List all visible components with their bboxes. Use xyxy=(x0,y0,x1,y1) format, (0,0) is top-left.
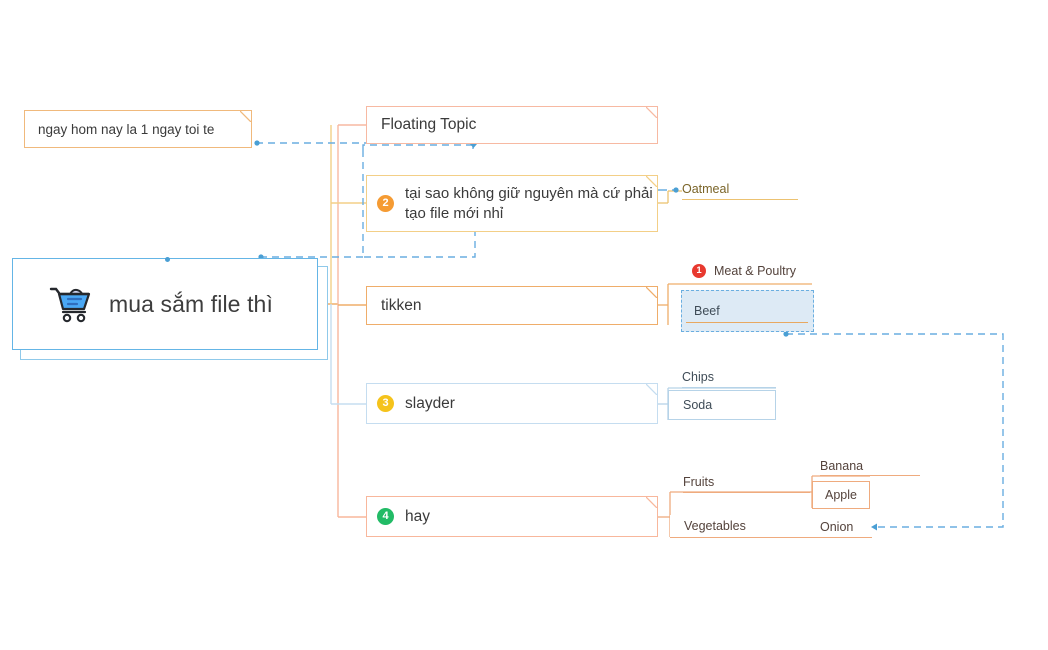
topic-floating[interactable]: Floating Topic xyxy=(366,106,658,144)
subtopic-beef[interactable]: Beef xyxy=(681,290,814,332)
subtopic-beef-underline xyxy=(686,322,808,323)
subtopic-meat-poultry-label: Meat & Poultry xyxy=(714,264,796,278)
topic-slayder-label: slayder xyxy=(405,394,455,412)
topic-slayder[interactable]: 3 slayder xyxy=(366,383,658,424)
subtopic-fruits[interactable]: Fruits xyxy=(683,471,810,493)
subtopic-vegetables-label: Vegetables xyxy=(684,519,746,533)
subtopic-apple-label: Apple xyxy=(825,488,857,502)
subtopic-soda[interactable]: Soda xyxy=(668,390,776,420)
selection-handle[interactable] xyxy=(165,256,170,262)
subtopic-beef-label: Beef xyxy=(694,304,720,318)
central-topic[interactable]: mua sắm file thì xyxy=(12,256,318,350)
subtopic-banana[interactable]: Banana xyxy=(820,456,920,476)
subtopic-onion-label: Onion xyxy=(820,520,854,534)
page-fold-icon xyxy=(646,287,657,298)
topic-taisao-badge: 2 xyxy=(377,195,394,212)
topic-tikken[interactable]: tikken xyxy=(366,286,658,325)
subtopic-chips[interactable]: Chips xyxy=(682,366,776,388)
shopping-cart-icon xyxy=(49,287,91,323)
subtopic-fruits-label: Fruits xyxy=(683,474,715,489)
subtopic-chips-label: Chips xyxy=(682,369,714,384)
callout-note[interactable]: ngay hom nay la 1 ngay toi te xyxy=(24,110,252,148)
topic-hay[interactable]: 4 hay xyxy=(366,496,658,537)
central-topic-label: mua sắm file thì xyxy=(109,290,273,317)
page-fold-icon xyxy=(646,384,657,395)
topic-floating-label: Floating Topic xyxy=(381,116,477,134)
subtopic-banana-label: Banana xyxy=(820,458,864,473)
subtopic-oatmeal-label: Oatmeal xyxy=(682,181,730,196)
topic-taisao-label: tại sao không giữ nguyên mà cứ phải tạo … xyxy=(405,185,653,222)
subtopic-apple[interactable]: Apple xyxy=(812,481,870,509)
subtopic-meat-poultry-badge: 1 xyxy=(692,264,706,278)
subtopic-onion[interactable]: Onion xyxy=(820,517,872,538)
page-fold-icon xyxy=(646,107,657,118)
topic-hay-label: hay xyxy=(405,507,430,525)
topic-slayder-badge: 3 xyxy=(377,395,394,412)
subtopic-oatmeal[interactable]: Oatmeal xyxy=(682,178,798,200)
subtopic-meat-poultry[interactable]: 1 Meat & Poultry xyxy=(692,264,796,278)
subtopic-soda-label: Soda xyxy=(683,398,713,412)
topic-taisao[interactable]: 2 tại sao không giữ nguyên mà cứ phải tạ… xyxy=(366,175,658,232)
callout-label: ngay hom nay la 1 ngay toi te xyxy=(38,121,215,137)
page-fold-icon xyxy=(240,111,251,122)
topic-hay-badge: 4 xyxy=(377,508,394,525)
page-fold-icon xyxy=(646,497,657,508)
topic-tikken-label: tikken xyxy=(381,296,422,314)
